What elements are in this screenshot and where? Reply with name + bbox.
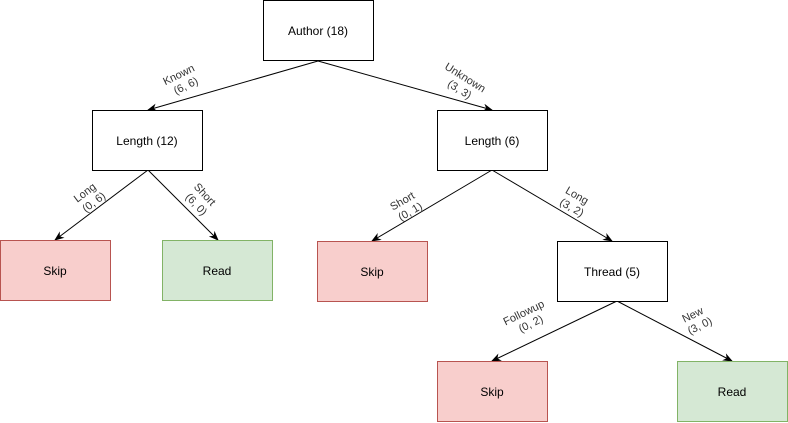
edge-label-short-known: Short (6, 0) — [181, 181, 219, 220]
node-read-new: Read — [677, 361, 788, 422]
node-thread-label: Thread (5) — [584, 265, 640, 279]
node-length-known: Length (12) — [92, 110, 203, 171]
node-length-unknown-label: Length (6) — [465, 134, 520, 148]
node-skip-long-label: Skip — [43, 264, 67, 278]
node-skip-short: Skip — [317, 241, 428, 302]
edge-short-known — [147, 169, 219, 241]
node-read-short: Read — [162, 240, 273, 301]
edge-followup — [491, 300, 618, 362]
node-skip-long: Skip — [0, 240, 111, 301]
edges — [54, 60, 733, 362]
node-read-short-label: Read — [203, 264, 232, 278]
edge-short-unknown — [371, 169, 493, 242]
node-author-label: Author (18) — [288, 24, 348, 38]
node-length-unknown: Length (6) — [437, 110, 548, 171]
edge-label-new: New (3, 0) — [680, 304, 714, 338]
node-skip-followup: Skip — [437, 361, 548, 422]
edge-label-long-unknown: Long (3, 2) — [557, 185, 593, 220]
node-skip-followup-label: Skip — [480, 385, 504, 399]
edge-long-unknown — [491, 169, 613, 242]
edge-known — [147, 60, 319, 112]
node-read-new-label: Read — [718, 385, 747, 399]
node-author: Author (18) — [263, 0, 374, 61]
edge-label-known: Known (6, 6) — [161, 61, 205, 100]
node-thread: Thread (5) — [557, 241, 668, 302]
node-length-known-label: Length (12) — [116, 134, 177, 148]
edge-label-unknown: Unknown (3, 3) — [435, 61, 490, 108]
edge-label-followup: Followup (0, 2) — [502, 297, 555, 340]
edge-label-short-unknown: Short (0, 1) — [388, 188, 426, 224]
edge-new — [616, 300, 733, 362]
node-skip-short-label: Skip — [360, 265, 384, 279]
edge-unknown — [317, 60, 493, 112]
edge-long-known — [54, 169, 149, 241]
edge-label-long-known: Long (0, 6) — [72, 179, 109, 216]
